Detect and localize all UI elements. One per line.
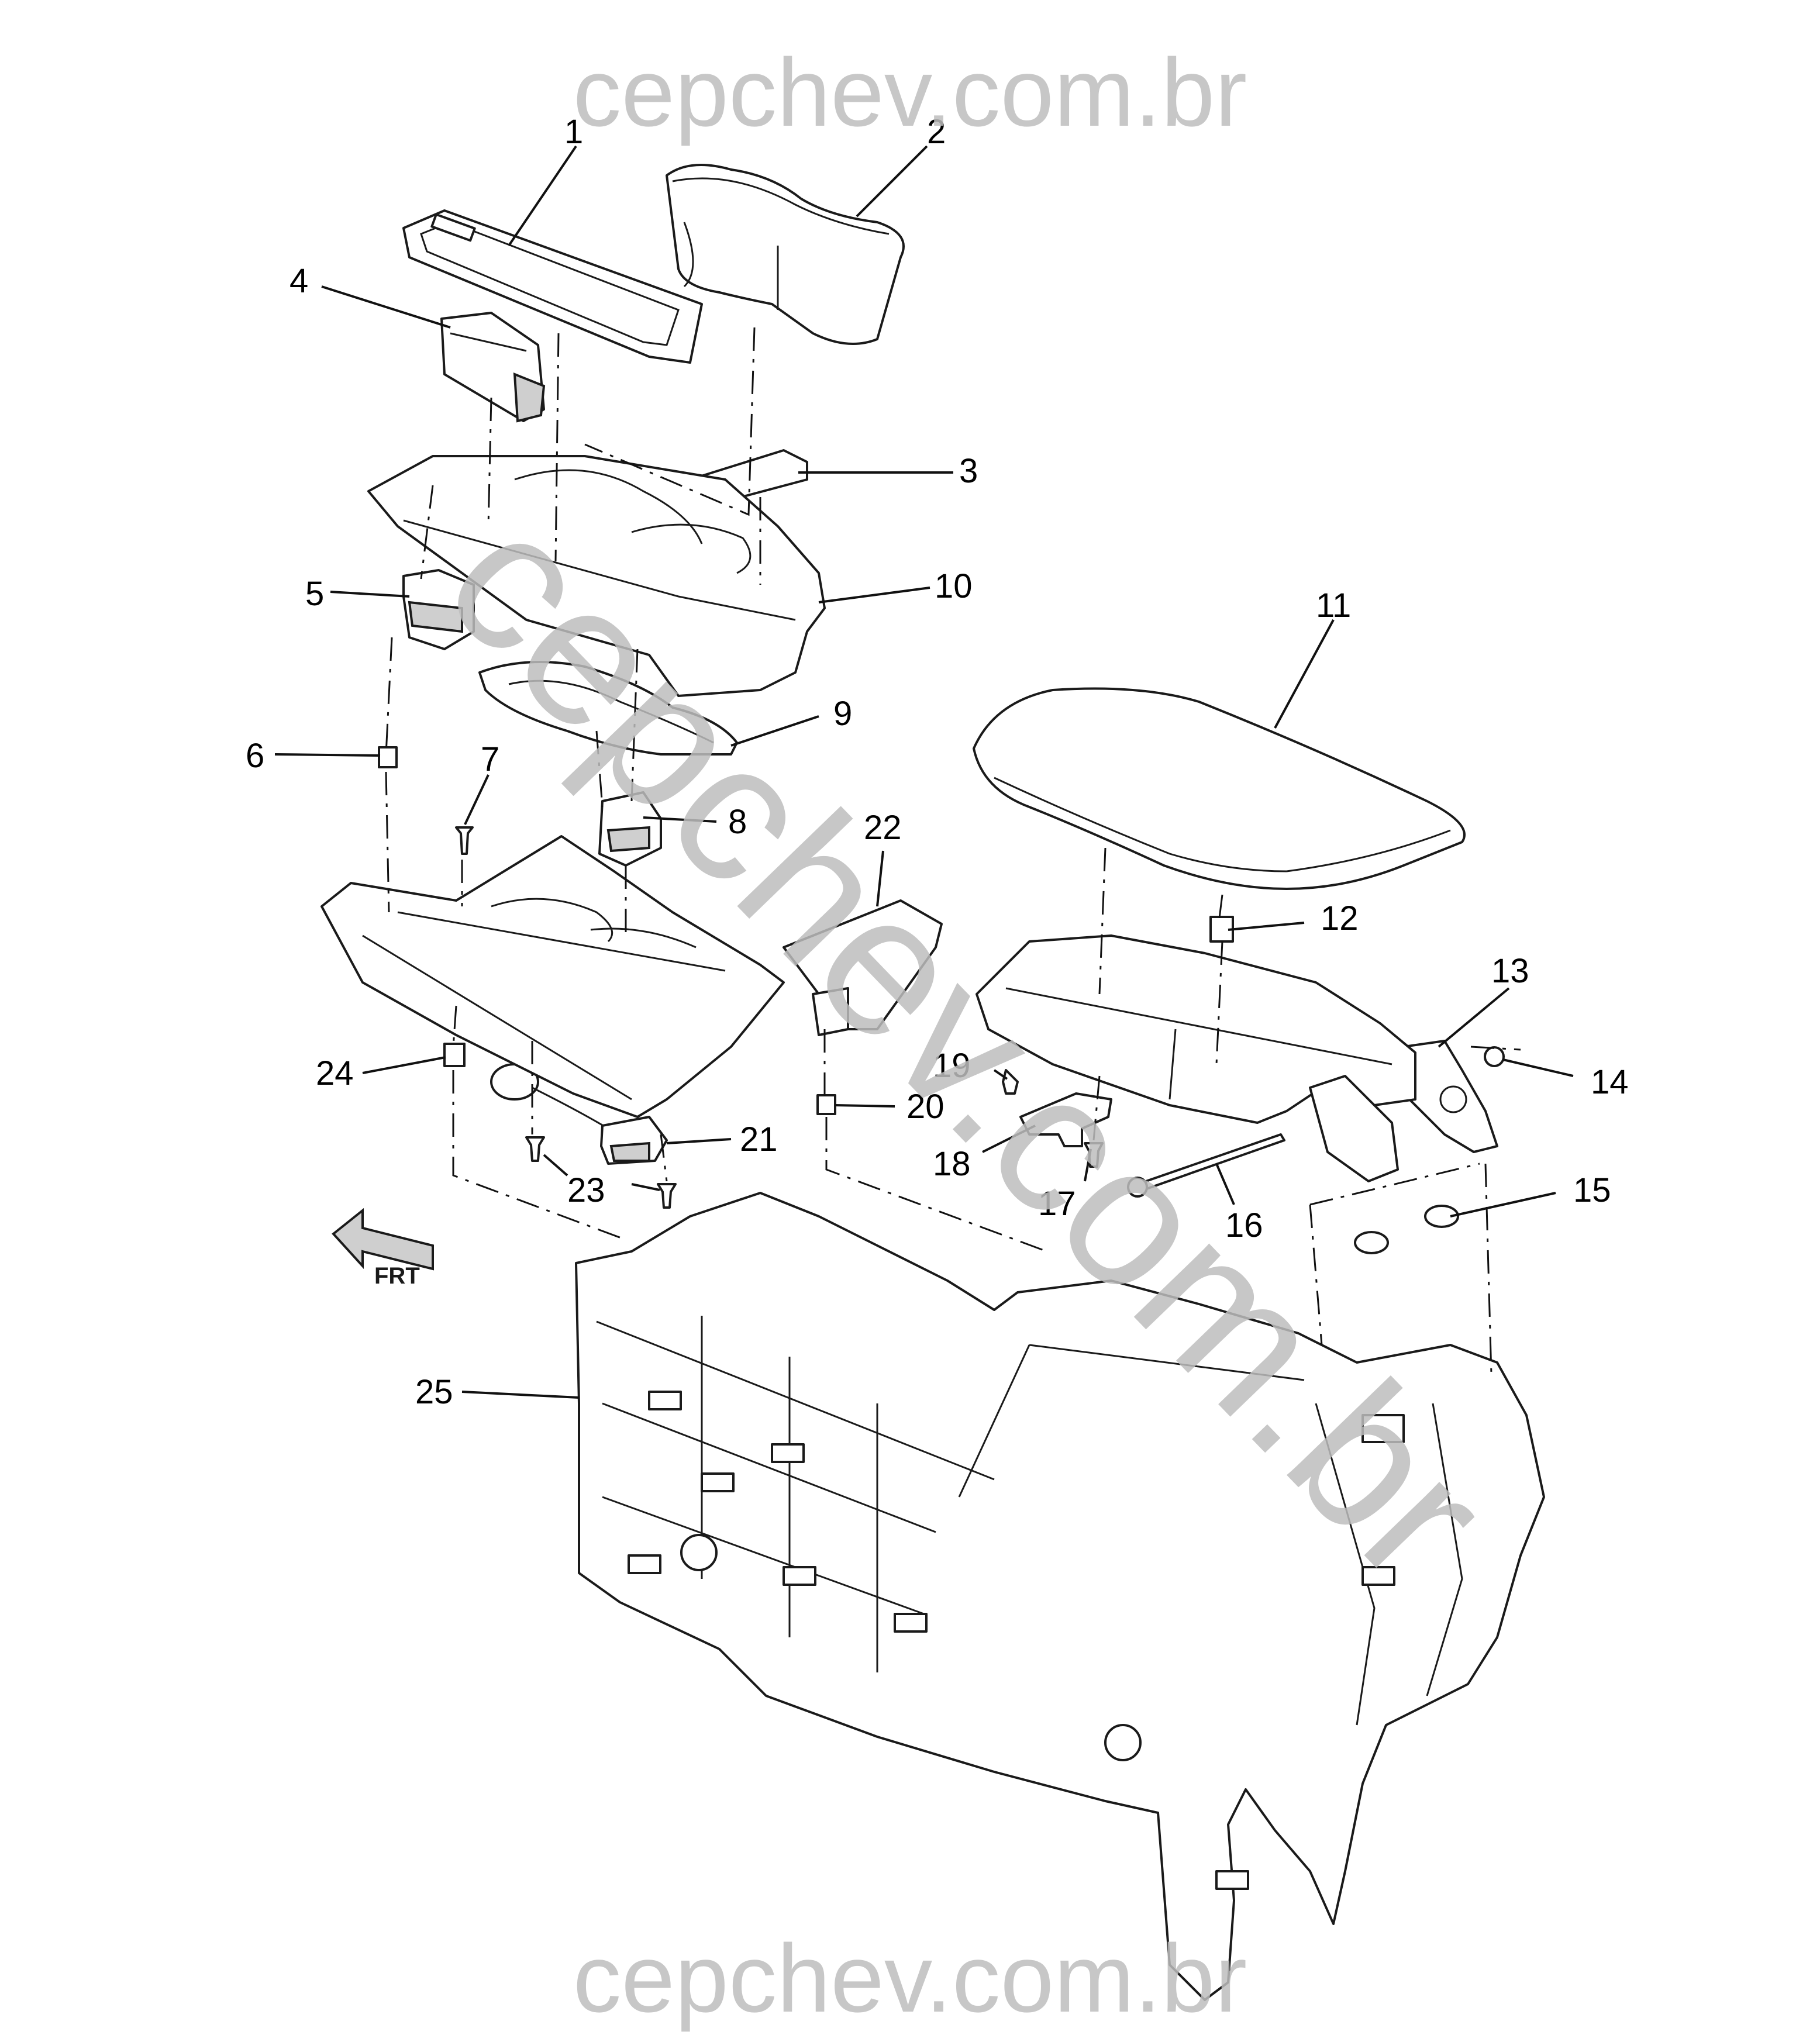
- callout-5: 5: [305, 575, 324, 613]
- part-15-springs: [1354, 1205, 1459, 1254]
- callout-4: 4: [289, 262, 308, 300]
- callout-17: 17: [1038, 1185, 1076, 1223]
- callout-11: 11: [1316, 587, 1351, 625]
- callout-19: 19: [933, 1047, 971, 1085]
- watermark-top: cepchev.com.br: [573, 39, 1247, 146]
- callout-15: 15: [1573, 1171, 1611, 1209]
- part-14-washer: [1484, 1046, 1505, 1067]
- part-24-clip: [443, 1043, 466, 1067]
- part-6-clip: [378, 746, 398, 768]
- part-20-clip: [816, 1094, 836, 1115]
- callout-20: 20: [906, 1088, 945, 1126]
- part-25-console-body: [575, 1192, 1545, 2001]
- part-7-screw: [455, 826, 474, 855]
- callout-23: 23: [567, 1171, 605, 1209]
- callout-7: 7: [481, 740, 499, 778]
- part-17-screw: [1084, 1142, 1104, 1168]
- part-10-trim-plate: [367, 455, 826, 697]
- callout-14: 14: [1591, 1063, 1629, 1101]
- part-4-switch-module: [440, 312, 546, 423]
- callout-8: 8: [728, 803, 747, 841]
- part-2-cup-holder-insert: [666, 164, 905, 345]
- callout-25: 25: [415, 1373, 453, 1411]
- frt-label: FRT: [374, 1263, 420, 1289]
- callout-18: 18: [933, 1145, 971, 1183]
- part-23-screws: [525, 1136, 677, 1209]
- callout-10: 10: [935, 567, 973, 605]
- callout-12: 12: [1321, 899, 1359, 937]
- alignment-lines: [385, 327, 1521, 1375]
- callout-24: 24: [316, 1054, 354, 1092]
- part-18-latch-bracket: [1019, 1092, 1112, 1147]
- callout-16: 16: [1225, 1206, 1263, 1244]
- front-direction-indicator: FRT: [332, 1208, 434, 1289]
- part-16-hinge-pin: [1127, 1133, 1285, 1198]
- armrest-base: [976, 934, 1416, 1182]
- leader-lines: [274, 145, 1574, 1399]
- part-9-retainer: [478, 661, 738, 756]
- part-11-armrest-lid: [973, 687, 1466, 890]
- part-5-switch: [402, 569, 475, 650]
- watermark-bottom: cepchev.com.br: [573, 1924, 1247, 2032]
- part-1-trim-bezel: [402, 209, 703, 364]
- part-8-switch: [598, 791, 662, 867]
- part-19-screw: [1002, 1069, 1019, 1095]
- callout-6: 6: [246, 737, 264, 775]
- part-21-power-outlet: [490, 1063, 668, 1165]
- part-13-hinge: [1402, 1040, 1498, 1153]
- callout-13: 13: [1491, 952, 1529, 990]
- callout-2: 2: [927, 113, 946, 151]
- part-22-rear-trim-panel: [783, 899, 943, 1036]
- callout-labels: 1 2 3 4 5 6 7 8 9 10 11 12 13 14 15 16 1…: [246, 113, 1629, 1411]
- callout-3: 3: [959, 452, 978, 490]
- front-console-trim: [320, 835, 785, 1118]
- callout-21: 21: [740, 1120, 778, 1158]
- callout-22: 22: [864, 809, 902, 847]
- callout-9: 9: [833, 695, 852, 733]
- callout-1: 1: [564, 113, 583, 151]
